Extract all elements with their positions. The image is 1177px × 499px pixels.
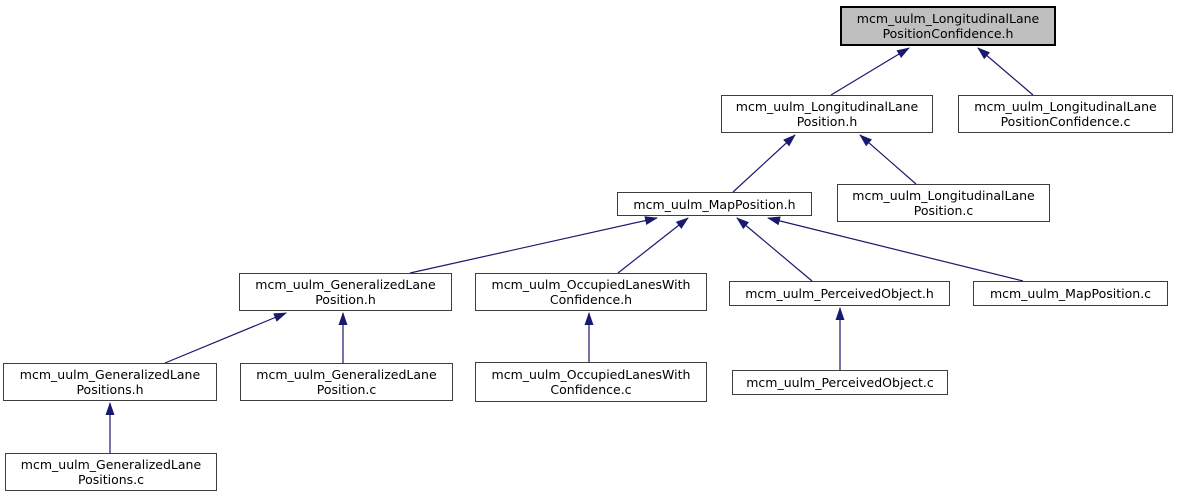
node-label-line: mcm_uulm_PerceivedObject.c — [746, 375, 934, 390]
graph-node-map-position-h[interactable]: mcm_uulm_MapPosition.h — [617, 192, 812, 216]
node-label-line: mcm_uulm_MapPosition.h — [633, 196, 796, 212]
node-label-line: mcm_uulm_LongitudinalLane — [974, 99, 1157, 114]
node-label-line: Confidence.h — [549, 292, 633, 307]
node-label-line: mcm_uulm_LongitudinalLane — [735, 99, 919, 114]
node-label-line: PositionConfidence.c — [1000, 114, 1131, 129]
node-label-line: mcm_uulm_LongitudinalLane — [856, 11, 1040, 26]
node-label-line: Positions.h — [76, 382, 144, 397]
node-label-line: Positions.c — [77, 472, 145, 487]
edge-longitudinal-lane-position-c-to-longitudinal-lane-position-h — [859, 134, 917, 185]
node-label-line: mcm_uulm_GeneralizedLane — [19, 367, 201, 382]
node-label-line: mcm_uulm_GeneralizedLane — [20, 457, 202, 472]
graph-node-map-position-c[interactable]: mcm_uulm_MapPosition.c — [973, 281, 1168, 306]
node-label-line: mcm_uulm_LongitudinalLane — [852, 188, 1035, 203]
edge-map-position-c-to-map-position-h — [767, 216, 1024, 282]
edge-occupied-lanes-with-confidence-h-to-map-position-h — [617, 217, 689, 274]
node-label-line: mcm_uulm_GeneralizedLane — [256, 367, 437, 382]
edge-map-position-h-to-longitudinal-lane-position-h — [732, 134, 796, 193]
edge-longitudinal-lane-position-confidence-c-to-longitudinal-lane-position-confidence-h — [977, 47, 1034, 96]
node-label-line: Confidence.c — [550, 382, 632, 397]
graph-node-perceived-object-c[interactable]: mcm_uulm_PerceivedObject.c — [732, 370, 948, 395]
node-label-line: Position.h — [315, 292, 376, 307]
edge-longitudinal-lane-position-h-to-longitudinal-lane-position-confidence-h — [830, 47, 910, 96]
node-label-line: mcm_uulm_PerceivedObject.h — [745, 286, 934, 301]
graph-node-perceived-object-h[interactable]: mcm_uulm_PerceivedObject.h — [729, 281, 950, 306]
node-label-line: mcm_uulm_MapPosition.c — [989, 286, 1152, 301]
node-label-line: Position.c — [913, 203, 974, 218]
edge-generalized-lane-position-h-to-map-position-h — [409, 216, 658, 274]
edge-generalized-lane-positions-h-to-generalized-lane-position-h — [164, 312, 287, 364]
node-label-line: Position.h — [796, 114, 858, 129]
node-label-line: mcm_uulm_GeneralizedLane — [255, 277, 436, 292]
node-label-line: mcm_uulm_OccupiedLanesWith — [491, 277, 691, 292]
node-label-line: PositionConfidence.h — [882, 26, 1014, 41]
node-label-line: mcm_uulm_OccupiedLanesWith — [491, 367, 691, 382]
edge-perceived-object-h-to-map-position-h — [736, 217, 813, 282]
node-label-line: Position.c — [316, 382, 377, 397]
